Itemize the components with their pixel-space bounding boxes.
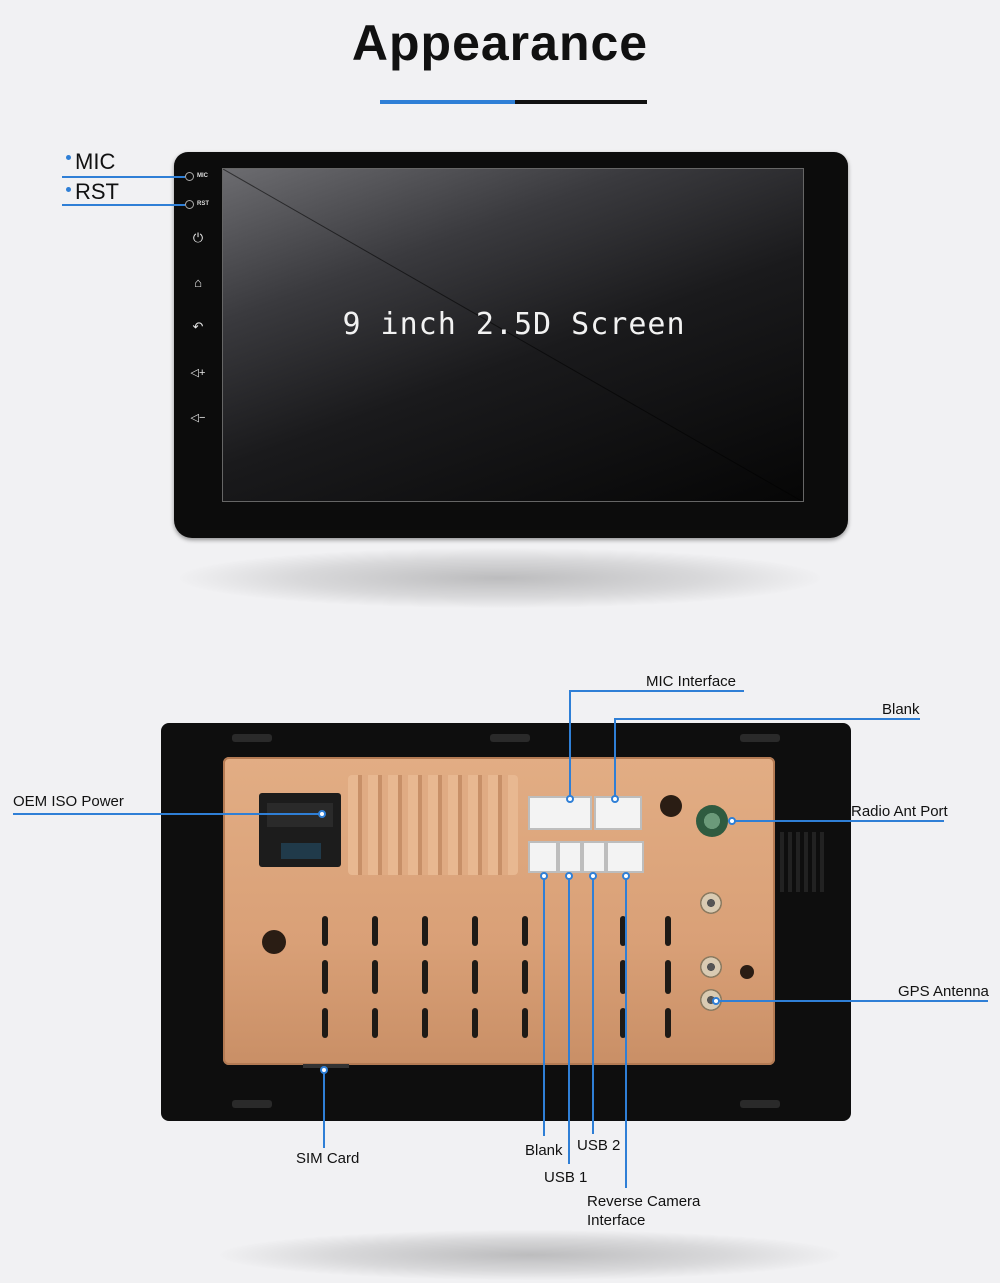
usb2-label: USB 2 bbox=[577, 1137, 621, 1154]
title-underline bbox=[515, 100, 647, 104]
power-icon[interactable]: ⏻ bbox=[192, 230, 204, 245]
frame-clip bbox=[232, 734, 272, 742]
frame-clip bbox=[740, 734, 780, 742]
reverse-camera-connector bbox=[606, 841, 644, 873]
vent-slot bbox=[422, 1008, 428, 1038]
iso-power-socket bbox=[259, 793, 341, 867]
vent-slot bbox=[372, 916, 378, 946]
oem-iso-power-label: OEM ISO Power bbox=[13, 793, 124, 810]
coax-port bbox=[700, 892, 722, 914]
mic-interface-marker bbox=[566, 795, 574, 803]
display-screen: 9 inch 2.5D Screen bbox=[222, 168, 804, 502]
vent-slot bbox=[522, 960, 528, 994]
vent-slot bbox=[322, 1008, 328, 1038]
screen-reflection bbox=[223, 169, 803, 501]
vent-slot bbox=[472, 916, 478, 946]
mic-interface-connector bbox=[528, 796, 592, 830]
vent-slot bbox=[472, 1008, 478, 1038]
sim-card-label: SIM Card bbox=[296, 1150, 360, 1167]
back-icon[interactable]: ↶ bbox=[192, 319, 204, 334]
heat-ridges bbox=[348, 775, 518, 875]
blank-bottom-label: Blank bbox=[525, 1142, 563, 1159]
vent-slot bbox=[522, 1008, 528, 1038]
mount-hole bbox=[740, 965, 754, 979]
rst-panel-label: RST bbox=[197, 201, 209, 207]
mic-interface-line bbox=[569, 690, 571, 798]
vent-slot bbox=[322, 916, 328, 946]
radio-ant-port-marker bbox=[728, 817, 736, 825]
mic-callout-line bbox=[62, 176, 185, 178]
usb2-connector bbox=[582, 841, 606, 873]
rst-callout-dot bbox=[66, 187, 71, 192]
vent-slot bbox=[372, 960, 378, 994]
sim-card-line bbox=[323, 1072, 325, 1148]
usb2-line bbox=[592, 878, 594, 1134]
gps-antenna-label: GPS Antenna bbox=[898, 983, 989, 1000]
vent-slot bbox=[620, 1008, 626, 1038]
vent-slot bbox=[472, 960, 478, 994]
usb1-line bbox=[568, 878, 570, 1164]
frame-vent bbox=[780, 832, 825, 892]
gps-antenna-line bbox=[716, 1000, 988, 1002]
mic-callout-label: MIC bbox=[75, 149, 116, 174]
radio-ant-port-label: Radio Ant Port bbox=[851, 803, 948, 820]
front-shadow bbox=[180, 548, 820, 608]
volume-down-icon[interactable]: ◁− bbox=[190, 412, 206, 424]
coax-port bbox=[700, 956, 722, 978]
vent-slot bbox=[372, 1008, 378, 1038]
page-title: Appearance bbox=[351, 15, 649, 71]
frame-clip bbox=[232, 1100, 272, 1108]
title-underline-accent bbox=[380, 100, 515, 104]
vent-slot bbox=[665, 960, 671, 994]
screen-caption: 9 inch 2.5D Screen bbox=[342, 307, 686, 342]
gps-antenna-marker bbox=[712, 997, 720, 1005]
reverse-camera-label-line1: Reverse Camera bbox=[587, 1193, 701, 1210]
vent-slot bbox=[322, 960, 328, 994]
rst-callout-label: RST bbox=[75, 179, 119, 204]
home-icon[interactable]: ⌂ bbox=[194, 275, 202, 290]
vent-slot bbox=[422, 916, 428, 946]
volume-up-icon[interactable]: ◁+ bbox=[190, 367, 206, 379]
usb1-label: USB 1 bbox=[544, 1169, 588, 1186]
blank-top-line bbox=[614, 718, 616, 798]
vent-slot bbox=[522, 916, 528, 946]
reverse-camera-label-line2: Interface bbox=[587, 1212, 646, 1229]
blank-top-label: Blank bbox=[882, 701, 920, 718]
radio-ant-socket bbox=[696, 805, 728, 837]
gps-antenna-socket bbox=[700, 989, 722, 1011]
blank-bottom-line bbox=[543, 878, 545, 1136]
mic-panel-label: MIC bbox=[197, 173, 208, 179]
vent-slot bbox=[665, 1008, 671, 1038]
vent-slot bbox=[620, 916, 626, 946]
radio-ant-port-line bbox=[732, 820, 944, 822]
oem-iso-power-marker bbox=[318, 810, 326, 818]
vent-slot bbox=[665, 916, 671, 946]
vent-slot bbox=[422, 960, 428, 994]
mic-hole bbox=[185, 172, 194, 181]
mount-hole bbox=[660, 795, 682, 817]
vent-slot bbox=[620, 960, 626, 994]
frame-clip bbox=[490, 734, 530, 742]
back-shadow bbox=[220, 1230, 840, 1280]
blank-top-marker bbox=[611, 795, 619, 803]
reverse-camera-line bbox=[625, 878, 627, 1188]
rst-button[interactable] bbox=[185, 200, 194, 209]
mic-callout-dot bbox=[66, 155, 71, 160]
oem-iso-power-line bbox=[13, 813, 323, 815]
frame-clip bbox=[740, 1100, 780, 1108]
rst-callout-line bbox=[62, 204, 185, 206]
mic-interface-label: MIC Interface bbox=[646, 673, 737, 690]
mic-interface-line bbox=[569, 690, 744, 692]
usb1-connector bbox=[558, 841, 582, 873]
mount-hole bbox=[262, 930, 286, 954]
blank-top-line bbox=[614, 718, 920, 720]
blank-connector-bottom bbox=[528, 841, 558, 873]
